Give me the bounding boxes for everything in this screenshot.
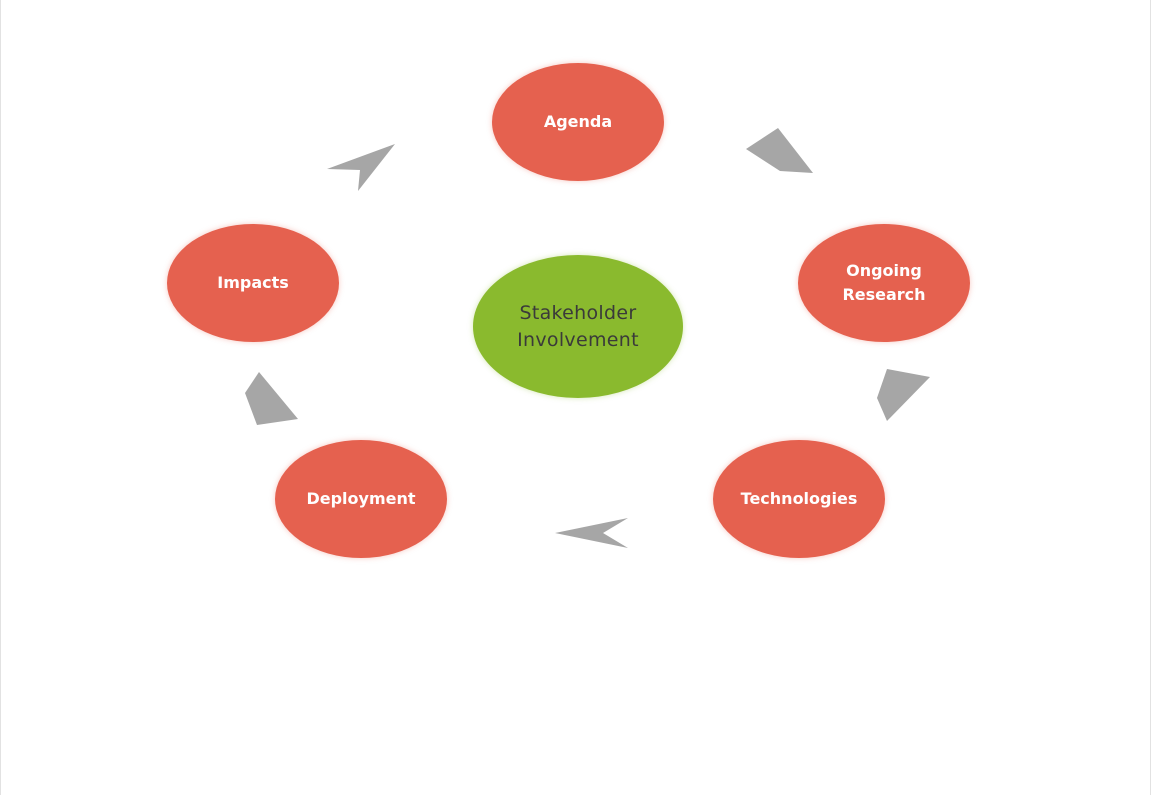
node-agenda: Agenda bbox=[492, 63, 664, 181]
node-ongoing-research: Ongoing Research bbox=[798, 224, 970, 342]
chevron-arrow-icon bbox=[877, 369, 930, 421]
node-technologies: Technologies bbox=[713, 440, 885, 558]
center-node-stakeholder-involvement: Stakeholder Involvement bbox=[473, 255, 683, 398]
node-impacts: Impacts bbox=[167, 224, 339, 342]
node-label: Technologies bbox=[740, 489, 858, 508]
chevron-arrow-icon bbox=[327, 144, 395, 191]
node-label: Impacts bbox=[217, 273, 289, 292]
center-node-label: Stakeholder Involvement bbox=[517, 301, 639, 351]
chevron-arrow-icon bbox=[555, 518, 628, 548]
node-label: Deployment bbox=[306, 489, 416, 508]
node-label: Ongoing Research bbox=[842, 261, 926, 304]
node-label: Agenda bbox=[543, 112, 613, 131]
node-deployment: Deployment bbox=[275, 440, 447, 558]
chevron-arrow-icon bbox=[245, 372, 298, 425]
chevron-arrow-icon bbox=[746, 128, 813, 173]
